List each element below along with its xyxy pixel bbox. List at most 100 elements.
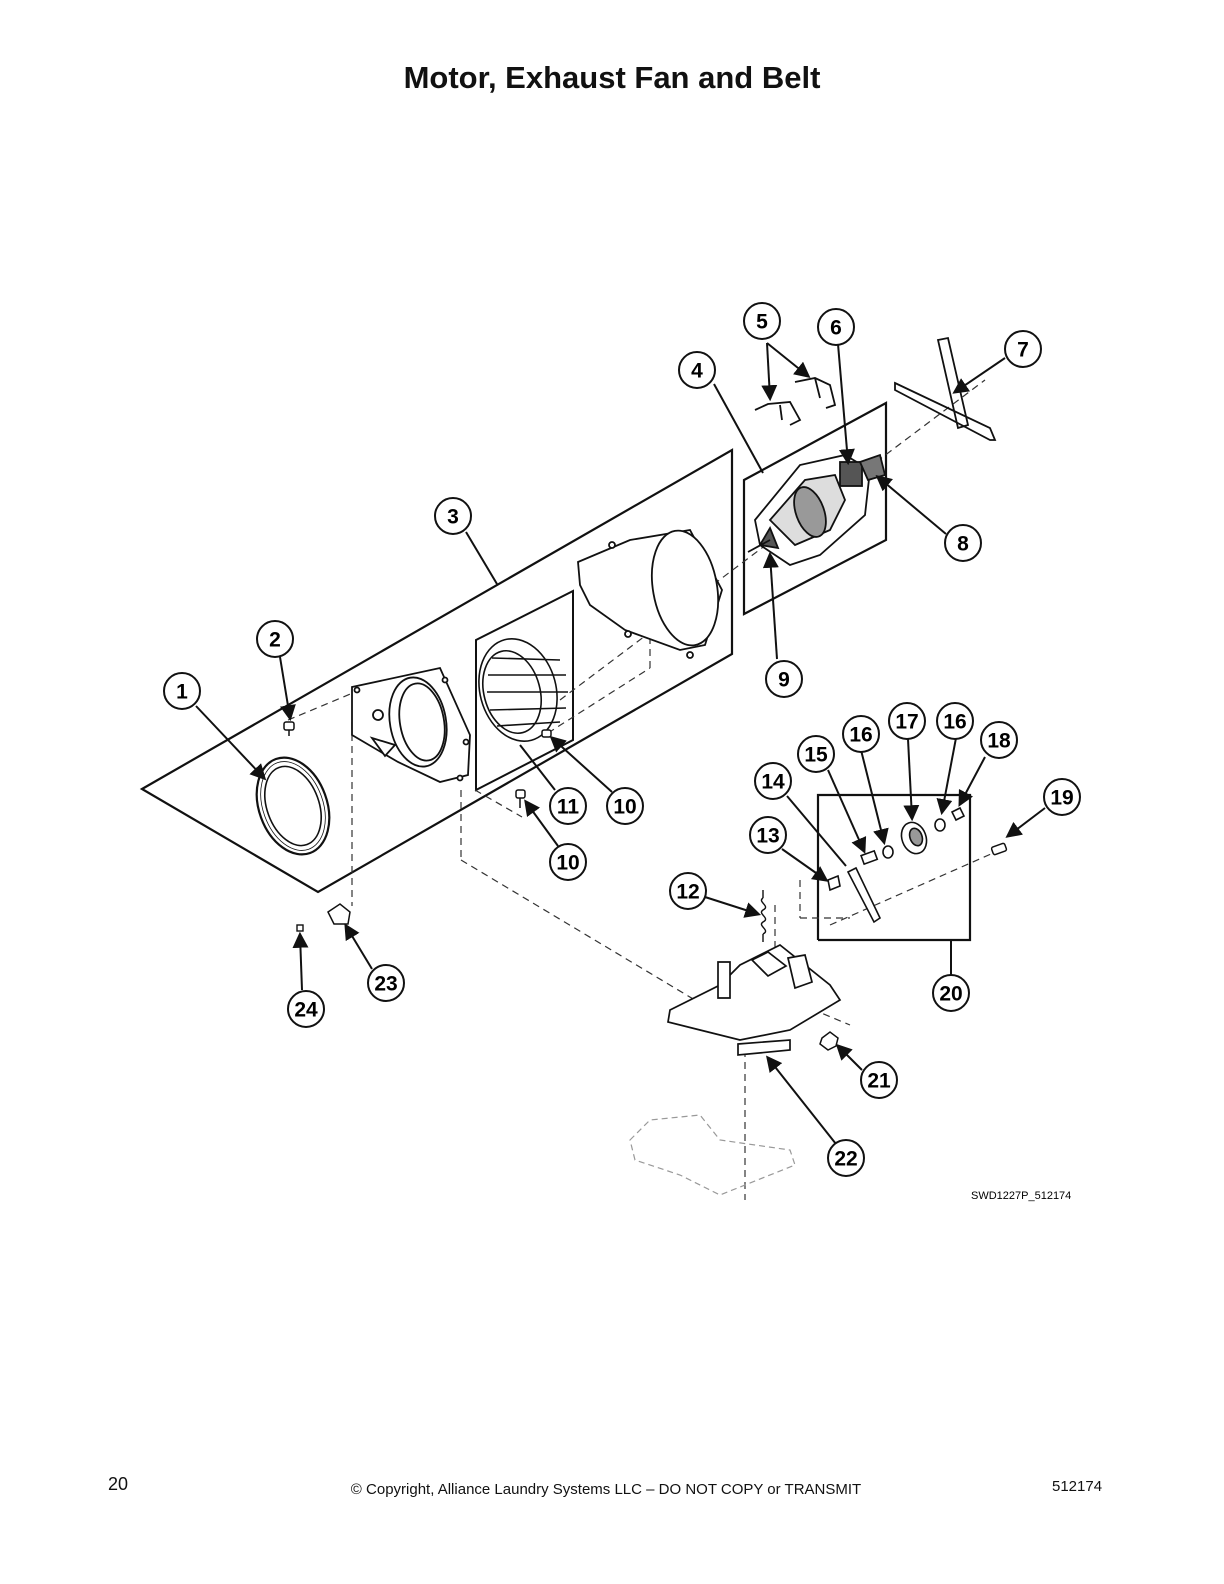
leader-13 xyxy=(781,848,829,882)
callout-circle xyxy=(936,702,974,740)
part-24-screw xyxy=(296,924,304,932)
callout-4: 4 xyxy=(678,351,716,389)
part-blower-housing xyxy=(351,666,471,783)
callout-number: 20 xyxy=(939,983,962,1006)
leader-21 xyxy=(835,1043,863,1071)
callout-number: 16 xyxy=(943,711,966,734)
callout-12: 12 xyxy=(669,872,707,910)
part-19-screw xyxy=(990,842,1008,856)
callout-circle xyxy=(842,715,880,753)
callout-number: 24 xyxy=(294,999,318,1022)
callout-circle xyxy=(678,351,716,389)
callout-20: 20 xyxy=(932,974,970,1012)
part-10-screws xyxy=(515,729,552,808)
leader-11 xyxy=(519,744,556,791)
copyright-notice: © Copyright, Alliance Laundry Systems LL… xyxy=(350,1481,862,1498)
leader-5a xyxy=(761,342,778,402)
callout-5: 5 xyxy=(743,302,781,340)
callout-1: 1 xyxy=(163,672,201,710)
callout-16: 16 xyxy=(936,702,974,740)
callout-circle xyxy=(932,974,970,1012)
leader-lines xyxy=(195,342,1046,1145)
callout-circle xyxy=(549,843,587,881)
leader-16a xyxy=(860,749,889,846)
callout-number: 4 xyxy=(691,360,703,383)
part-4-motor xyxy=(747,453,887,566)
callout-number: 15 xyxy=(804,744,828,767)
callout-18: 18 xyxy=(980,721,1018,759)
callout-number: 2 xyxy=(269,629,281,652)
leader-1 xyxy=(195,705,267,781)
callout-number: 10 xyxy=(613,796,636,819)
callout-number: 17 xyxy=(895,711,918,734)
callout-3: 3 xyxy=(434,497,472,535)
leader-4 xyxy=(713,383,764,474)
figure-code: SWD1227P_512174 xyxy=(971,1190,1071,1202)
leader-24 xyxy=(292,931,309,991)
callout-number: 12 xyxy=(676,881,699,904)
leader-19 xyxy=(1005,807,1046,838)
callout-circle xyxy=(765,660,803,698)
callout-number: 10 xyxy=(556,852,579,875)
callout-16: 16 xyxy=(842,715,880,753)
callout-circle xyxy=(163,672,201,710)
leader-2 xyxy=(279,656,296,722)
callout-number: 13 xyxy=(756,825,779,848)
callout-circle xyxy=(287,990,325,1028)
callout-number: 19 xyxy=(1050,787,1073,810)
leader-14 xyxy=(786,795,847,867)
callout-circle xyxy=(827,1139,865,1177)
part-12-spring xyxy=(760,890,767,942)
part-20-idler-assembly xyxy=(827,806,966,924)
page-title: Motor, Exhaust Fan and Belt xyxy=(403,60,821,95)
part-1-seal xyxy=(255,756,331,856)
callout-number: 3 xyxy=(447,506,459,529)
leader-22 xyxy=(766,1055,837,1145)
callout-number: 21 xyxy=(867,1070,891,1093)
leader-6 xyxy=(837,343,855,466)
callout-13: 13 xyxy=(749,816,787,854)
callout-24: 24 xyxy=(287,990,325,1028)
callout-circle xyxy=(549,787,587,825)
callout-number: 18 xyxy=(987,730,1011,753)
callout-number: 7 xyxy=(1017,339,1029,362)
part-2-screw xyxy=(283,721,295,736)
callout-number: 16 xyxy=(849,724,872,747)
part-fan-housing xyxy=(577,529,723,659)
leader-7 xyxy=(952,357,1006,394)
leader-9 xyxy=(762,551,779,660)
panel-motor-group xyxy=(742,401,888,616)
callout-23: 23 xyxy=(367,964,405,1002)
callout-circle xyxy=(1004,330,1042,368)
callout-circle xyxy=(797,735,835,773)
callout-8: 8 xyxy=(944,524,982,562)
callout-7: 7 xyxy=(1004,330,1042,368)
callout-circle xyxy=(669,872,707,910)
callout-circle xyxy=(888,702,926,740)
part-11-blower-wheel xyxy=(478,638,568,742)
leader-8 xyxy=(875,474,947,535)
callout-circle xyxy=(860,1061,898,1099)
leader-10a xyxy=(549,735,613,793)
part-22-mount-bracket xyxy=(667,943,842,1056)
callout-14: 14 xyxy=(754,762,792,800)
callout-circle xyxy=(1043,778,1081,816)
callout-circle xyxy=(256,620,294,658)
callout-17: 17 xyxy=(888,702,926,740)
callout-number: 1 xyxy=(176,681,188,704)
callout-circle xyxy=(754,762,792,800)
leader-10b xyxy=(524,799,559,847)
callout-15: 15 xyxy=(797,735,835,773)
part-5-clips xyxy=(754,377,837,426)
leader-3 xyxy=(465,531,498,585)
callout-22: 22 xyxy=(827,1139,865,1177)
callout-number: 6 xyxy=(830,317,842,340)
callout-circle xyxy=(944,524,982,562)
callout-circle xyxy=(980,721,1018,759)
callout-10: 10 xyxy=(549,843,587,881)
callout-21: 21 xyxy=(860,1061,898,1099)
callout-number: 14 xyxy=(761,771,785,794)
leader-23 xyxy=(344,923,373,970)
